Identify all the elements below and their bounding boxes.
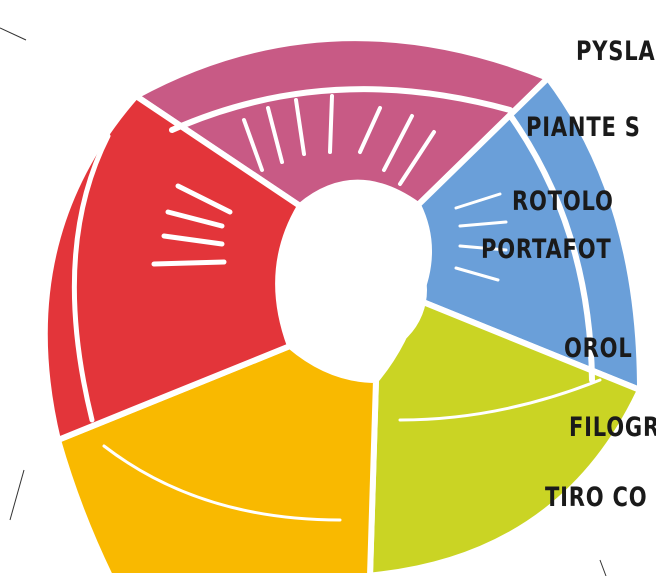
label-portafot: PORTAFOT [481,234,612,265]
inner-arc-yellow [102,444,342,522]
label-tiro: TIRO CO [545,482,648,513]
segment-red [41,93,303,443]
label-rotolo: ROTOLO [512,186,614,217]
inner-arc-green [398,378,602,422]
label-piante: PIANTE S [526,112,641,143]
pen-stroke-top-left [0,27,27,41]
ticks-pink [242,94,436,186]
inner-arc-pink [169,86,513,133]
ticks-red [151,183,233,267]
center-hole [293,223,427,357]
ticks-blue [454,192,508,282]
inner-arc-red [71,133,111,423]
label-pysla: PYSLA [576,36,656,67]
label-filogr: FILOGR [569,412,656,443]
pen-stroke-left [9,469,25,521]
pen-stroke-bottom [599,559,607,577]
label-orol: OROL [564,333,633,364]
inner-arc-blue [509,115,595,383]
